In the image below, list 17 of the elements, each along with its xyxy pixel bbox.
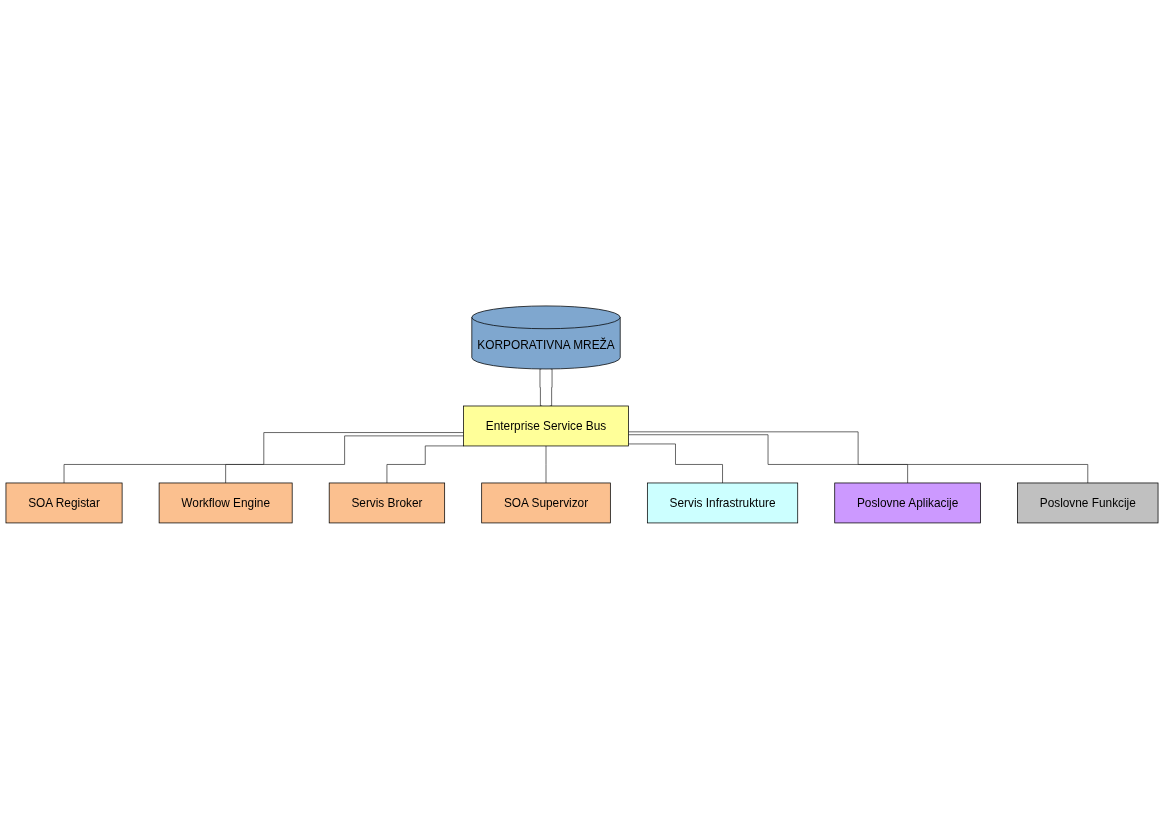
connector: [63, 431, 464, 483]
connector: [545, 445, 547, 483]
connector: [628, 433, 908, 483]
node-box: SOA Supervizor: [481, 482, 611, 523]
node-box: Enterprise Service Bus: [463, 405, 629, 446]
node-box: Servis Broker: [328, 482, 446, 523]
node-box: Servis Infrastrukture: [647, 482, 799, 523]
connector: [628, 443, 723, 483]
connector: [628, 431, 1089, 483]
connector: [549, 368, 553, 406]
node-box: Workflow Engine: [158, 482, 293, 523]
connector: [225, 435, 464, 483]
node-box: Poslovne Aplikacije: [834, 482, 981, 523]
node-box: Poslovne Funkcije: [1017, 482, 1159, 523]
node-box: SOA Registar: [5, 482, 123, 523]
connector: [539, 368, 543, 406]
connector: [386, 445, 464, 483]
